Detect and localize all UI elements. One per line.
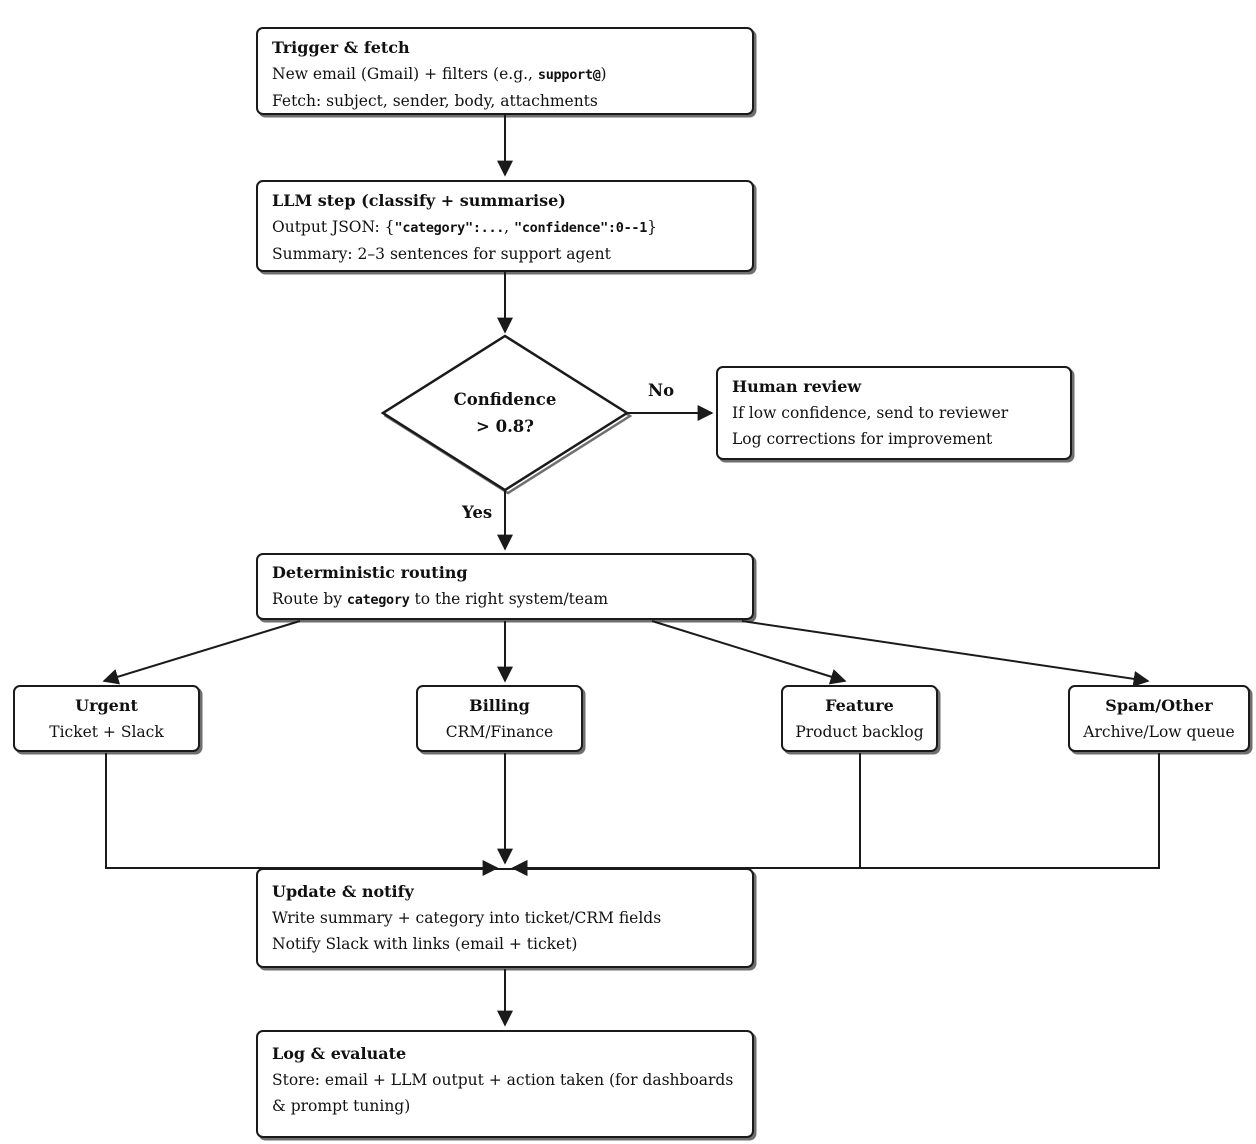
text-segment: Output JSON: { (272, 218, 395, 236)
node-line: Output JSON: {"category":..., "confidenc… (272, 214, 738, 241)
flowchart-node-llm-step: LLM step (classify + summarise) Output J… (256, 180, 754, 272)
node-line: Summary: 2–3 sentences for support agent (272, 245, 611, 263)
node-line: Write summary + category into ticket/CRM… (272, 909, 662, 927)
node-line: New email (Gmail) + filters (e.g., suppo… (272, 61, 738, 88)
node-title: Trigger & fetch (272, 38, 410, 57)
node-title: Feature (825, 696, 894, 715)
text-segment: } (647, 218, 657, 236)
node-line: If low confidence, send to reviewer (732, 404, 1009, 422)
text-segment: Route by (272, 590, 347, 608)
flowchart-node-spam-other: Spam/Other Archive/Low queue (1068, 685, 1250, 752)
edge-label-no: No (648, 381, 675, 400)
node-title: Spam/Other (1105, 696, 1213, 715)
edge-feature-to-update (511, 753, 861, 876)
edge-routing-to-feature (651, 620, 847, 685)
decision-diamond-label: Confidence > 0.8? (383, 338, 627, 488)
text-segment: , (504, 218, 514, 236)
flowchart-node-feature: Feature Product backlog (781, 685, 938, 752)
node-line: Archive/Low queue (1083, 723, 1235, 741)
node-line: Ticket + Slack (49, 723, 164, 741)
node-title: Urgent (75, 696, 138, 715)
decision-line: Confidence (453, 390, 557, 409)
flowchart-node-urgent: Urgent Ticket + Slack (13, 685, 200, 752)
node-title: Human review (732, 377, 862, 396)
code-segment: support@ (537, 67, 601, 83)
edge-label-yes: Yes (462, 503, 493, 522)
node-line: Route by category to the right system/te… (272, 586, 738, 613)
node-line: Fetch: subject, sender, body, attachment… (272, 92, 598, 110)
code-segment: "confidence":0--1 (514, 220, 648, 236)
node-title: Deterministic routing (272, 563, 468, 582)
flowchart-node-billing: Billing CRM/Finance (416, 685, 583, 752)
flowchart-node-update-notify: Update & notify Write summary + category… (256, 868, 754, 968)
edge-spam-to-update (511, 753, 1160, 876)
edge-urgent-to-update (105, 753, 499, 876)
node-title: Update & notify (272, 882, 414, 901)
node-title: Log & evaluate (272, 1044, 407, 1063)
node-title: Billing (469, 696, 530, 715)
node-title: LLM step (classify + summarise) (272, 191, 566, 210)
flowchart-node-log-evaluate: Log & evaluate Store: email + LLM output… (256, 1030, 754, 1138)
node-line: Store: email + LLM output + action taken… (272, 1071, 734, 1115)
node-line: Product backlog (795, 723, 924, 741)
text-segment: to the right system/team (409, 590, 609, 608)
node-line: CRM/Finance (445, 723, 554, 741)
flowchart-node-trigger-fetch: Trigger & fetch New email (Gmail) + filt… (256, 27, 754, 115)
text-segment: ) (600, 65, 607, 83)
flowchart-node-deterministic-routing: Deterministic routing Route by category … (256, 553, 754, 620)
edge-routing-to-spam (741, 620, 1150, 687)
edge-routing-to-urgent (102, 620, 301, 685)
code-segment: category (346, 592, 410, 608)
decision-line: > 0.8? (476, 417, 534, 436)
flowchart-node-human-review: Human review If low confidence, send to … (716, 366, 1072, 460)
node-line: Notify Slack with links (email + ticket) (272, 935, 578, 953)
node-line: Log corrections for improvement (732, 430, 993, 448)
text-segment: New email (Gmail) + filters (e.g., (272, 65, 538, 83)
code-segment: "category":... (394, 220, 505, 236)
